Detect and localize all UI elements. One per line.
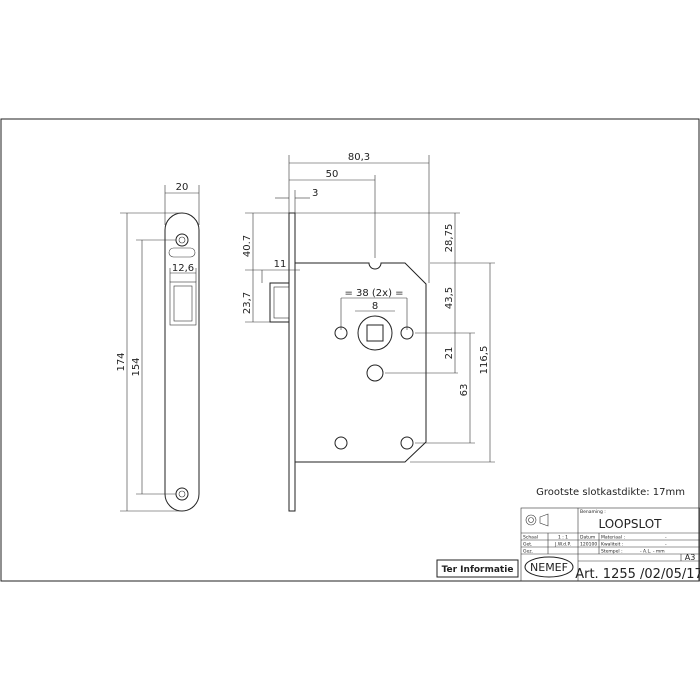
spindle-square: [366, 324, 384, 342]
dim-backset: 50: [326, 169, 339, 180]
dim-top-offset: 28,75: [444, 224, 455, 253]
info-stamp-text: Ter Informatie: [442, 565, 514, 575]
cell: 1 : 1: [558, 535, 568, 541]
forend-plate: [164, 212, 200, 512]
drawing-frame: [0, 118, 700, 582]
cylinder-hole: [366, 364, 384, 382]
cell: 120100: [580, 542, 597, 548]
benaming-label: Benaming :: [580, 509, 606, 515]
cell: Schaal: [523, 535, 538, 541]
dim-lower-holes: 63: [459, 384, 470, 397]
title-block: Benaming : LOOPSLOT Schaal 1 : 1 Datum M…: [520, 507, 700, 582]
cell: Gez.: [523, 549, 533, 555]
screw-hole-bottom: [175, 487, 189, 501]
dim-plate-width: 20: [176, 182, 189, 193]
dim-body-height: 116,5: [479, 346, 490, 375]
cell: Get.: [523, 542, 532, 548]
side-dimension-lines: [245, 155, 495, 463]
dim-spindle-square: 8: [372, 301, 378, 312]
info-stamp: [436, 559, 519, 578]
cell: -: [665, 536, 667, 541]
lock-body: [269, 212, 427, 512]
logo-text: NEMEF: [530, 561, 568, 574]
dim-slot-width: 12,6: [172, 263, 194, 274]
dim-total-width: 80,3: [348, 152, 370, 163]
nemef-logo: [524, 556, 574, 578]
dim-hole-distance: 154: [131, 357, 142, 376]
sheet-size: A3: [685, 553, 696, 562]
latch-slot: [169, 281, 197, 326]
dim-hole-spacing: = 38 (2x) =: [344, 288, 403, 299]
cell: - A.L. - mm: [640, 549, 665, 555]
cell: Kwaliteit :: [601, 542, 623, 548]
drawing-title: LOOPSLOT: [598, 517, 662, 531]
dim-plate-thickness: 3: [312, 188, 318, 199]
dim-latch-top: 40.7: [242, 235, 253, 257]
cell: J.W.d.P.: [554, 542, 571, 548]
dim-plate-length: 174: [116, 352, 127, 371]
spindle-hub: [357, 315, 393, 351]
dim-cylinder-distance: 21: [444, 347, 455, 360]
cell: Stempel :: [601, 549, 623, 555]
left-dimension-lines: [120, 185, 200, 512]
article-number: Art. 1255 /02/05/17: [575, 567, 700, 582]
screw-hole-top: [175, 233, 189, 247]
max-thickness-note: Grootste slotkastdikte: 17mm: [536, 487, 685, 498]
dim-spindle-offset: 43,5: [444, 287, 455, 309]
latch-bolt: [269, 282, 290, 323]
dim-latch-projection: 11: [274, 259, 287, 270]
cell: Materiaal :: [601, 535, 625, 541]
faceplate-side: [288, 212, 296, 512]
cell: -: [665, 543, 667, 548]
nemef-logo: [168, 247, 196, 258]
dim-latch-height: 23,7: [242, 292, 253, 314]
cell: Datum: [580, 535, 595, 541]
